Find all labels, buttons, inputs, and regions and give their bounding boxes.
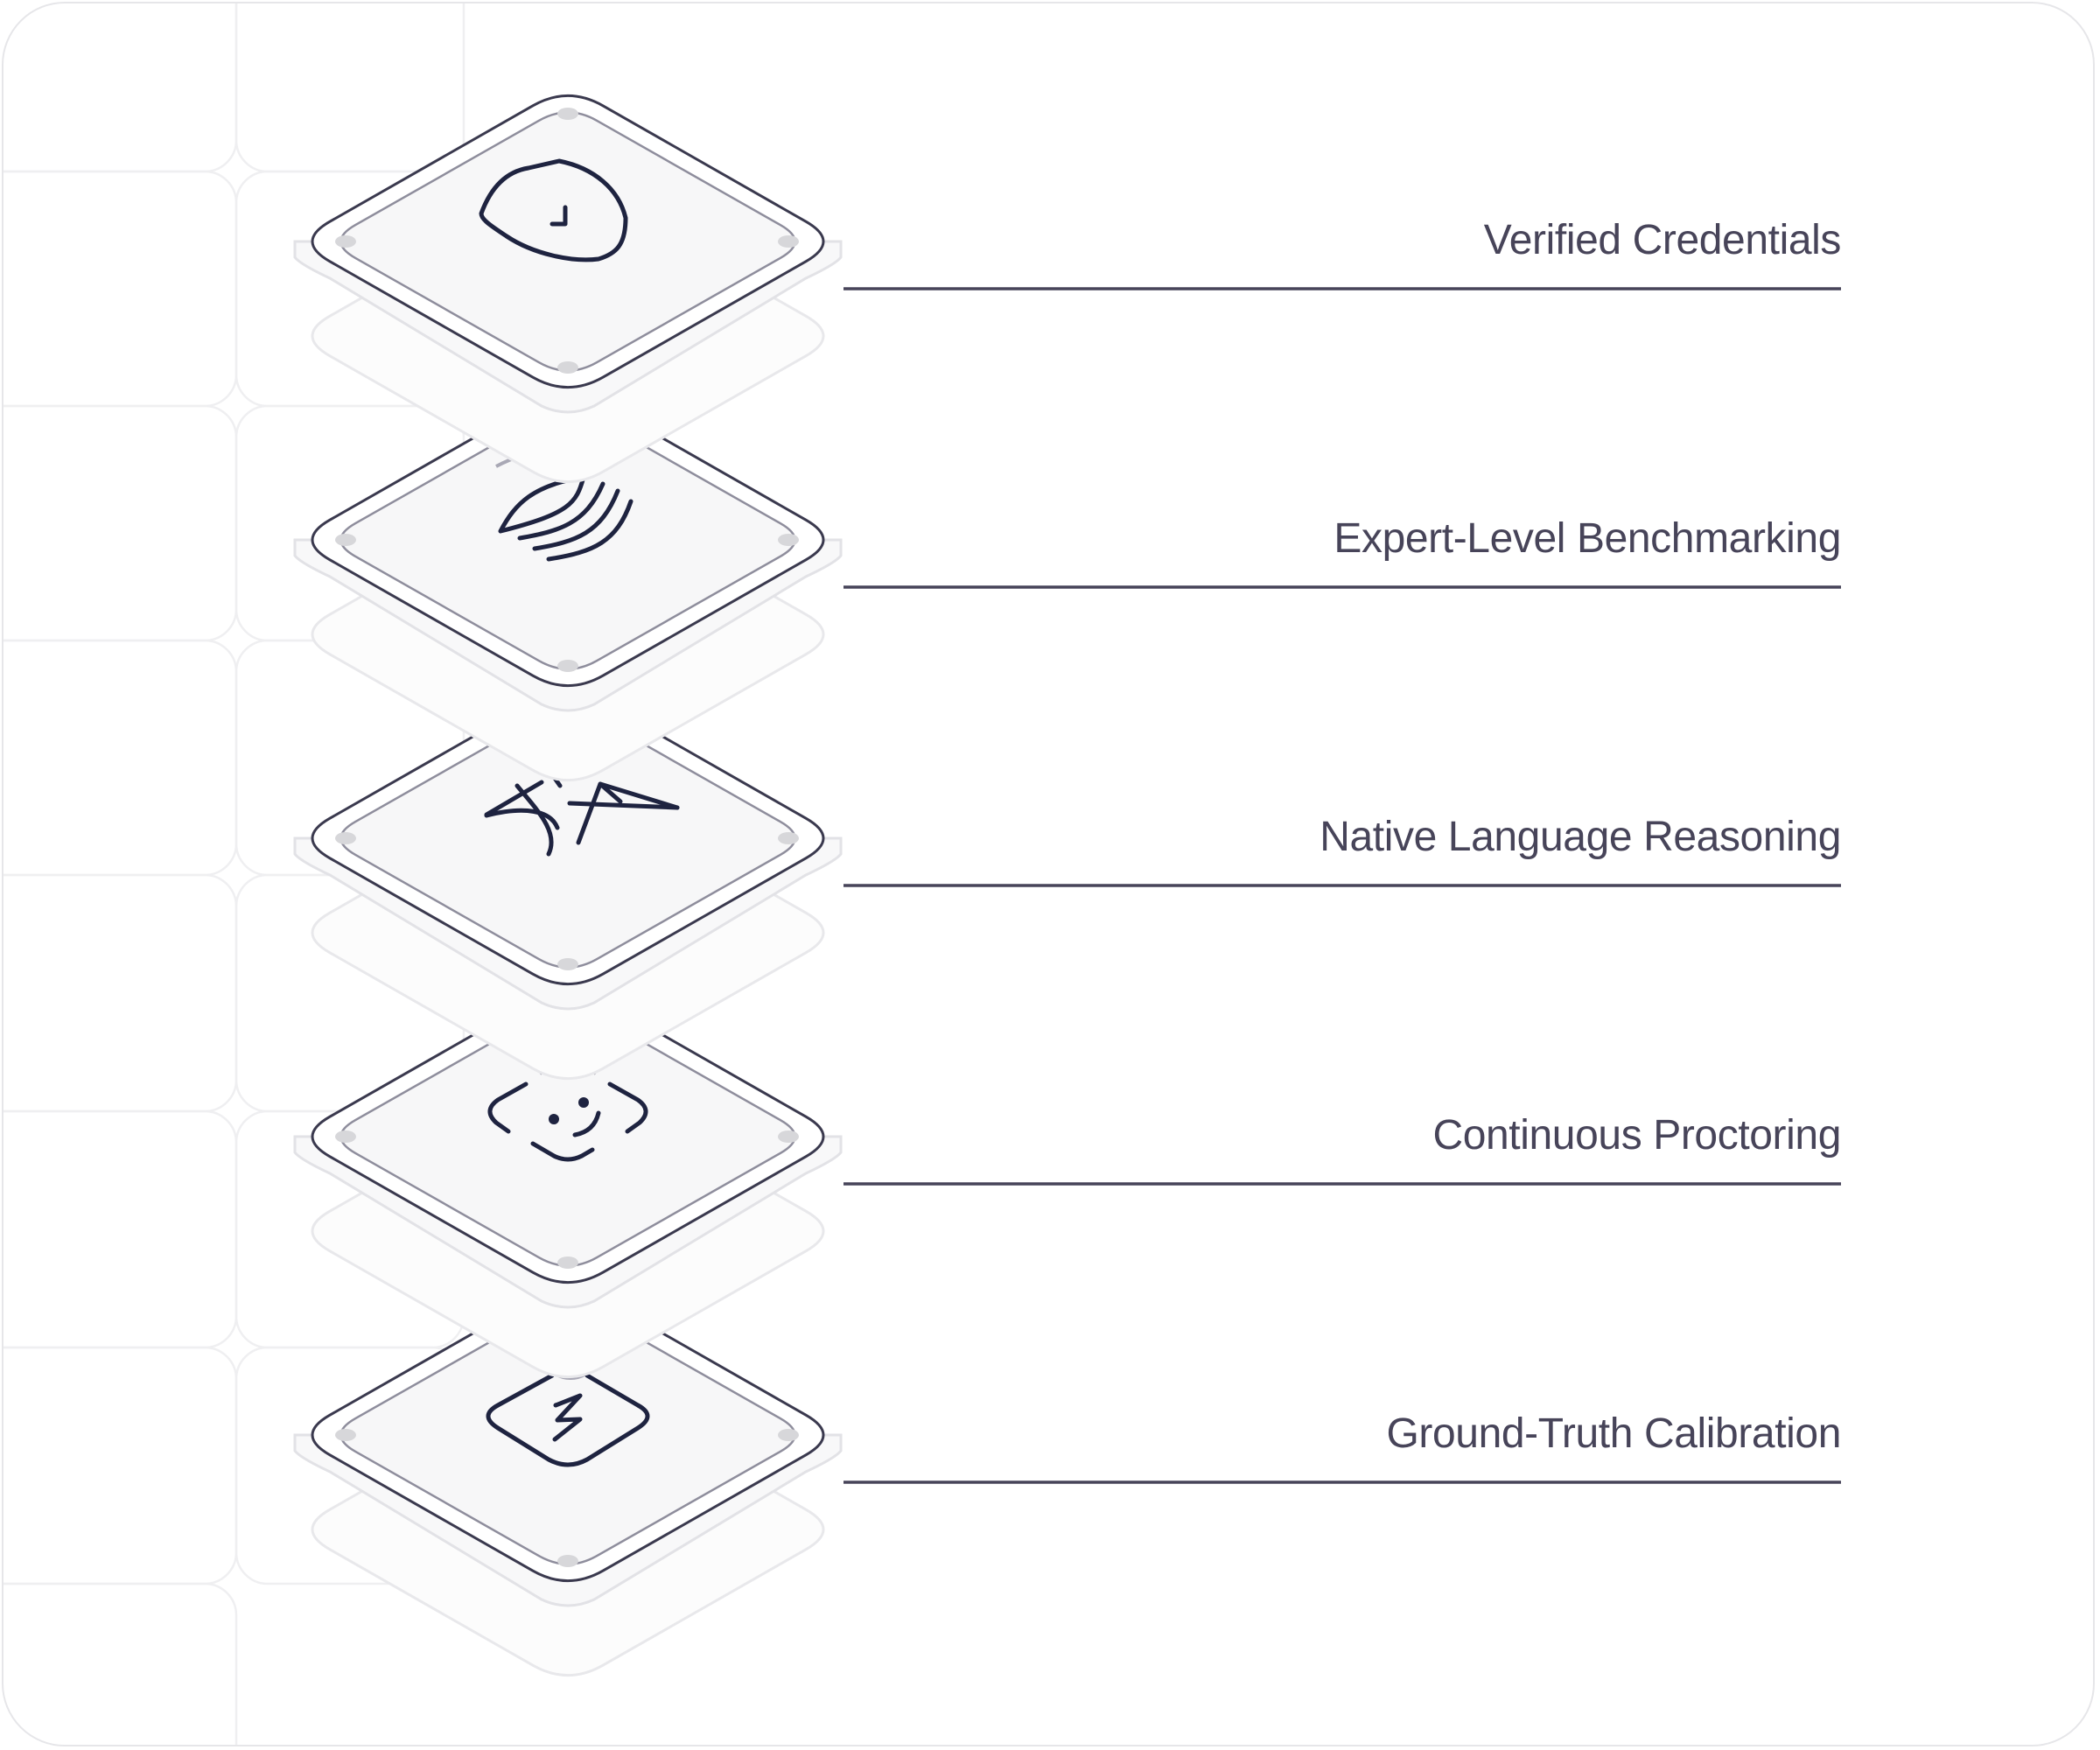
layer-stack-diagram: Ground-Truth Calibration Continuous Proct… — [4, 4, 1841, 1745]
layer-expert-level-benchmarking: Expert-Level Benchmarking — [293, 392, 1841, 782]
grid-cell — [4, 1346, 238, 1586]
shield-check-mark — [550, 205, 568, 227]
scan-bracket — [530, 1141, 595, 1162]
layer-wave — [546, 499, 634, 562]
tile-screw — [557, 108, 578, 120]
grid-cell — [4, 639, 238, 877]
layer-label: Continuous Proctoring — [1432, 1112, 1841, 1158]
tile-screw — [335, 1429, 356, 1441]
face-smile — [572, 1110, 601, 1138]
shield-check-icon — [479, 158, 628, 262]
tile-screw — [557, 1256, 578, 1269]
scan-bracket — [607, 1082, 648, 1134]
translate-stroke — [598, 781, 680, 810]
translate-stroke — [514, 783, 554, 857]
layer-label: Ground-Truth Calibration — [1386, 1410, 1841, 1457]
grid-cell — [4, 1110, 238, 1349]
translate-stroke — [484, 780, 544, 817]
tile-screw — [778, 1429, 799, 1441]
layer-wave — [517, 481, 606, 541]
tile-screw — [557, 1555, 578, 1567]
tile-inner-panel — [340, 111, 796, 372]
translate-stroke — [484, 808, 560, 830]
tile-screw — [335, 832, 356, 844]
scan-bracket — [487, 1082, 528, 1134]
layer-continuous-proctoring: Continuous Proctoring — [293, 989, 1841, 1379]
layer-verified-credentials: Verified Credentials — [293, 94, 1841, 484]
face-eye — [549, 1114, 559, 1124]
grid-cell — [4, 170, 238, 408]
layer-native-language-reasoning: Native Language Reasoning — [293, 690, 1841, 1081]
tile-screw — [778, 235, 799, 248]
grid-cell — [234, 4, 466, 173]
calibration-zigzag — [552, 1393, 583, 1442]
tile-screw — [778, 534, 799, 546]
calibration-frame — [486, 1373, 650, 1467]
grid-cell — [4, 4, 238, 173]
translate-icon — [484, 772, 680, 857]
layers-group: Ground-Truth Calibration Continuous Proct… — [293, 94, 1841, 1677]
layer-label: Verified Credentials — [1484, 217, 1841, 263]
shield-outline — [479, 158, 628, 262]
layer-label: Native Language Reasoning — [1320, 814, 1841, 860]
layer-label: Expert-Level Benchmarking — [1334, 515, 1841, 562]
tile-screw — [335, 534, 356, 546]
tile-screw — [335, 235, 356, 248]
tile-screw — [778, 832, 799, 844]
tile-screw — [778, 1130, 799, 1143]
layer-wave — [532, 488, 620, 551]
grid-cell — [4, 873, 238, 1113]
tile-screw — [557, 361, 578, 374]
face-eye — [578, 1097, 589, 1108]
tile-screw — [557, 958, 578, 970]
tile-screw — [335, 1130, 356, 1143]
tile-screw — [557, 660, 578, 672]
grid-cell — [4, 404, 238, 642]
grid-cell — [4, 1582, 238, 1745]
translate-stroke — [567, 801, 680, 810]
